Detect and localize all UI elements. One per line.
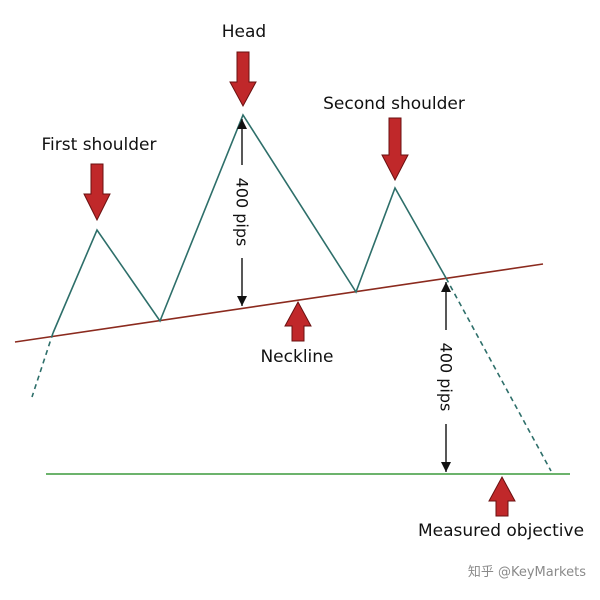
first-shoulder-label: First shoulder [42,135,157,155]
head-label: Head [222,22,266,42]
head-height-dimension-label: 400 pips [233,178,252,247]
second-shoulder-marker-arrow [381,117,409,182]
neckline-line [14,263,544,343]
price-path [52,113,447,334]
neckline-label: Neckline [260,347,333,367]
objective-marker-arrow [488,475,516,517]
price-path-left-extension [31,332,54,398]
measured-objective-label: Measured objective [418,521,584,541]
second-shoulder-label: Second shoulder [323,94,465,114]
head-marker-arrow [229,51,257,108]
price-path-breakdown-projection [445,277,552,472]
watermark-text: 知乎 @KeyMarkets [468,564,586,580]
first-shoulder-marker-arrow [83,163,111,222]
neckline-marker-arrow [284,300,312,342]
target-dimension-label: 400 pips [437,343,456,412]
